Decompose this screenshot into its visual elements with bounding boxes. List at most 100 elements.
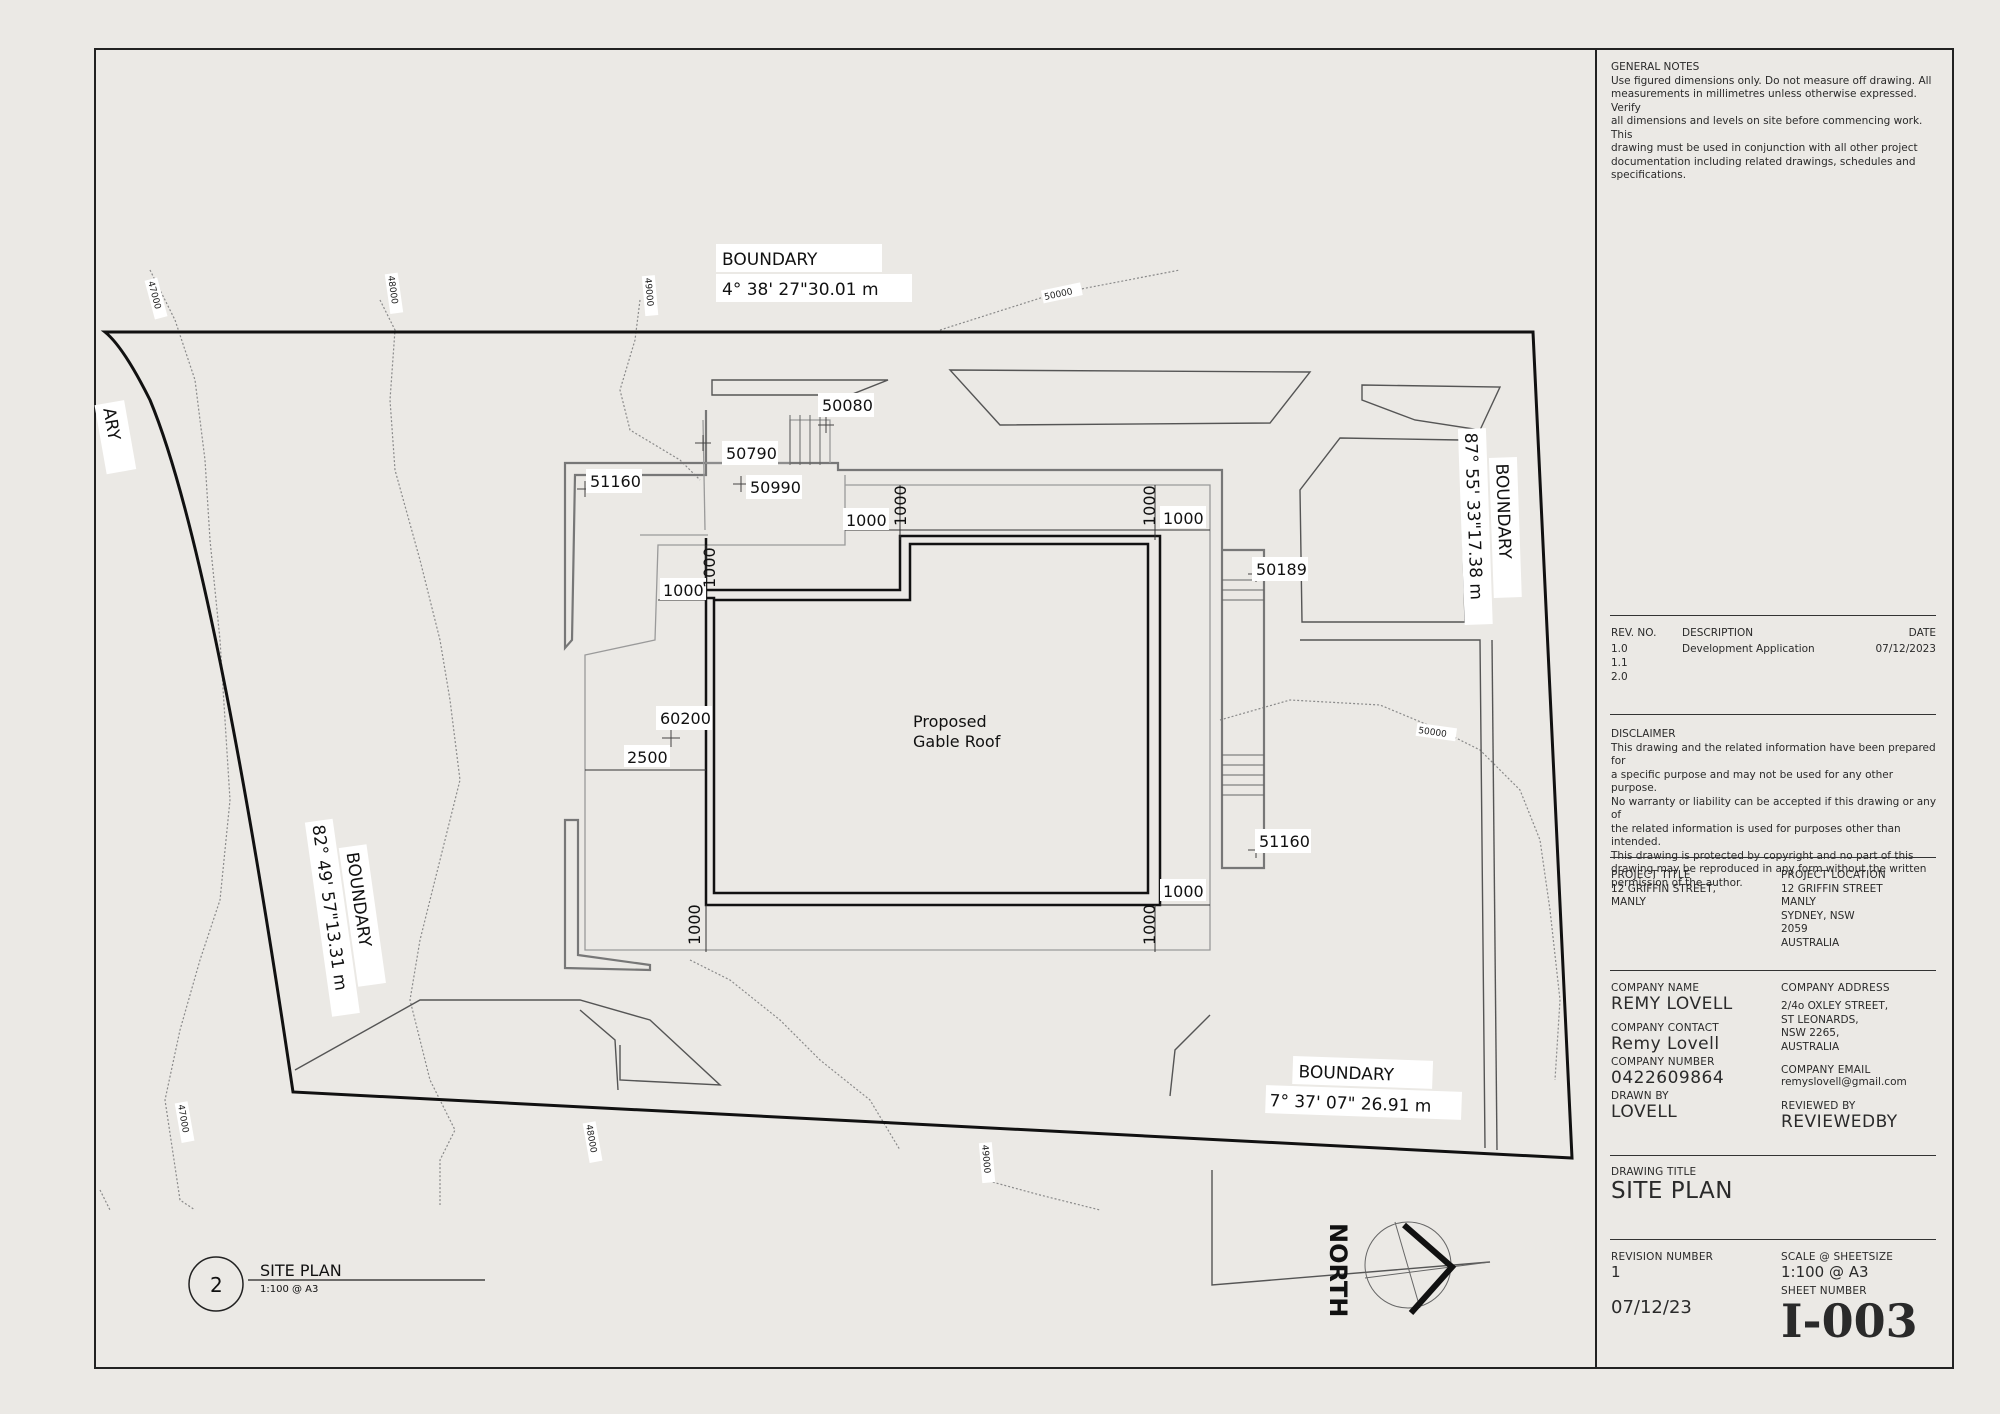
boundary-label-left: BOUNDARY 82° 49' 57"13.31 m xyxy=(304,818,386,1017)
contour-label: 49000 xyxy=(979,1144,991,1174)
rev-row-rev: 1.1 xyxy=(1611,657,1628,669)
company-contact-label: COMPANY CONTACT xyxy=(1611,1022,1719,1034)
project-title-line: 12 GRIFFIN STREET, xyxy=(1611,882,1716,895)
project-location-line: 2059 xyxy=(1781,923,1808,935)
dimension-label: 1000 xyxy=(1163,509,1204,528)
contour-labels: 47000 48000 49000 50000 50000 47000 4800… xyxy=(144,272,1458,1184)
divider xyxy=(1610,857,1936,858)
north-label: NORTH xyxy=(1324,1223,1352,1317)
general-notes-line: specifications. xyxy=(1611,169,1687,181)
rev-row-rev: 2.0 xyxy=(1611,671,1628,683)
boundary-label-top: BOUNDARY 4° 38' 27"30.01 m xyxy=(716,244,912,302)
drawing-date: 07/12/23 xyxy=(1611,1297,1692,1318)
level-label: 50080 xyxy=(822,396,873,415)
dimension-labels: 1000 1000 1000 2500 1000 1000 1000 1000 … xyxy=(624,485,1206,945)
project-title-block: PROJECT TITLE 12 GRIFFIN STREET, MANLY xyxy=(1611,869,1771,910)
contour-label: 50000 xyxy=(1418,726,1448,740)
general-notes-heading: GENERAL NOTES xyxy=(1611,61,1700,73)
disclaimer: DISCLAIMER This drawing and the related … xyxy=(1611,728,1941,890)
boundary-label-right: BOUNDARY 87° 55' 33"17.38 m xyxy=(1457,428,1522,625)
contour-label: 48000 xyxy=(385,275,399,305)
revision-block: REVISION NUMBER 1 07/12/23 xyxy=(1611,1251,1771,1318)
dimension-lines xyxy=(585,485,1210,952)
project-location-label: PROJECT LOCATION xyxy=(1781,869,1886,881)
reviewed-by-label: REVIEWED BY xyxy=(1781,1099,1856,1112)
divider xyxy=(1610,714,1936,715)
company-name: REMY LOVELL xyxy=(1611,994,1733,1014)
company-address-label: COMPANY ADDRESS xyxy=(1781,982,1890,994)
disclaimer-heading: DISCLAIMER xyxy=(1611,728,1676,740)
general-notes-line: all dimensions and levels on site before… xyxy=(1611,115,1923,141)
sheet-number: I-003 xyxy=(1781,1294,1918,1348)
rev-header-desc: DESCRIPTION xyxy=(1682,627,1754,639)
disclaimer-line: This drawing and the related information… xyxy=(1611,741,1936,768)
company-number: 0422609864 xyxy=(1611,1068,1725,1088)
general-notes-line: Use figured dimensions only. Do not meas… xyxy=(1611,74,1932,87)
disclaimer-line: permission of the author. xyxy=(1611,876,1743,889)
rev-row-desc: Development Application xyxy=(1682,643,1815,655)
company-number-label: COMPANY NUMBER xyxy=(1611,1056,1715,1068)
company-email-label: COMPANY EMAIL xyxy=(1781,1064,1871,1076)
level-labels: 50080 50790 51160 50990 50189 60200 5116… xyxy=(586,393,1311,853)
reviewed-by: REVIEWEDBY xyxy=(1781,1111,1898,1132)
disclaimer-line: No warranty or liability can be accepted… xyxy=(1611,795,1937,822)
boundary-label-bottom: BOUNDARY 7° 37' 07" 26.91 m xyxy=(1265,1055,1463,1120)
drawing-title: SITE PLAN xyxy=(1611,1178,1733,1204)
scale-value: 1:100 @ A3 xyxy=(1781,1263,1869,1281)
rev-header-date: DATE xyxy=(1908,627,1936,639)
divider xyxy=(1610,1155,1936,1156)
roof-inner xyxy=(706,542,1150,895)
revision-number: 1 xyxy=(1611,1263,1621,1281)
level-label: 50790 xyxy=(726,444,777,463)
disclaimer-line: This drawing is protected by copyright a… xyxy=(1611,849,1914,862)
project-location-line: SYDNEY, NSW xyxy=(1781,909,1855,922)
roof-label-line1: Proposed xyxy=(913,712,987,731)
dimension-label: 2500 xyxy=(627,748,668,767)
view-tag-scale: 1:100 @ A3 xyxy=(260,1284,318,1295)
company-right: COMPANY ADDRESS 2/4o OXLEY STREET, ST LE… xyxy=(1781,982,1941,1132)
dimension-label: 1000 xyxy=(663,581,704,600)
disclaimer-line: drawing may be reproduced in any form wi… xyxy=(1611,863,1927,875)
level-label: 60200 xyxy=(660,709,711,728)
rev-header-rev: REV. NO. xyxy=(1611,627,1657,639)
dimension-label: 1000 xyxy=(685,904,704,945)
boundary-bottom-label: BOUNDARY xyxy=(1298,1062,1395,1085)
divider xyxy=(1610,970,1936,971)
level-label: 51160 xyxy=(590,472,641,491)
dimension-label: 1000 xyxy=(846,511,887,530)
roof-label-line2: Gable Roof xyxy=(913,732,1001,751)
company-address-line: AUSTRALIA xyxy=(1781,1040,1840,1053)
company-address-line: ST LEONARDS, xyxy=(1781,1013,1859,1026)
boundary-top-bearing: 4° 38' 27"30.01 m xyxy=(722,280,879,300)
project-location-line: 12 GRIFFIN STREET xyxy=(1781,882,1883,895)
company-email: remyslovell@gmail.com xyxy=(1781,1076,1907,1088)
company-address-line: 2/4o OXLEY STREET, xyxy=(1781,1000,1889,1012)
project-location-block: PROJECT LOCATION 12 GRIFFIN STREET MANLY… xyxy=(1781,869,1941,950)
general-notes-line: measurements in millimetres unless other… xyxy=(1611,88,1917,114)
divider xyxy=(1610,1239,1936,1240)
view-tag-graphic xyxy=(188,1256,485,1312)
boundary-right-label: BOUNDARY xyxy=(1491,463,1514,560)
drawing-title-block: DRAWING TITLE SITE PLAN xyxy=(1611,1166,1941,1204)
project-title-line: MANLY xyxy=(1611,896,1646,908)
divider xyxy=(1610,615,1936,616)
property-boundary xyxy=(100,330,1574,1160)
project-location-line: MANLY xyxy=(1781,896,1816,908)
revision-table: REV. NO. DESCRIPTION DATE 1.0 Developmen… xyxy=(1611,627,1936,687)
rev-row-date: 07/12/2023 xyxy=(1875,643,1936,655)
revision-number-label: REVISION NUMBER xyxy=(1611,1251,1714,1263)
contour-label: 47000 xyxy=(175,1104,190,1134)
view-tag-title: SITE PLAN xyxy=(260,1261,342,1280)
dimension-label: 1000 xyxy=(1163,882,1204,901)
company-contact: Remy Lovell xyxy=(1611,1034,1720,1054)
project-location-line: AUSTRALIA xyxy=(1781,936,1840,949)
sheet-number-label: SHEET NUMBER xyxy=(1781,1285,1867,1297)
drawn-by-label: DRAWN BY xyxy=(1611,1090,1669,1102)
drawing-title-label: DRAWING TITLE xyxy=(1611,1166,1697,1178)
dimension-label: 1000 xyxy=(1140,904,1159,945)
disclaimer-line: a specific purpose and may not be used f… xyxy=(1611,768,1894,795)
north-arrow xyxy=(1364,1221,1491,1315)
level-label: 50990 xyxy=(750,478,801,497)
contour-label: 48000 xyxy=(583,1124,598,1154)
